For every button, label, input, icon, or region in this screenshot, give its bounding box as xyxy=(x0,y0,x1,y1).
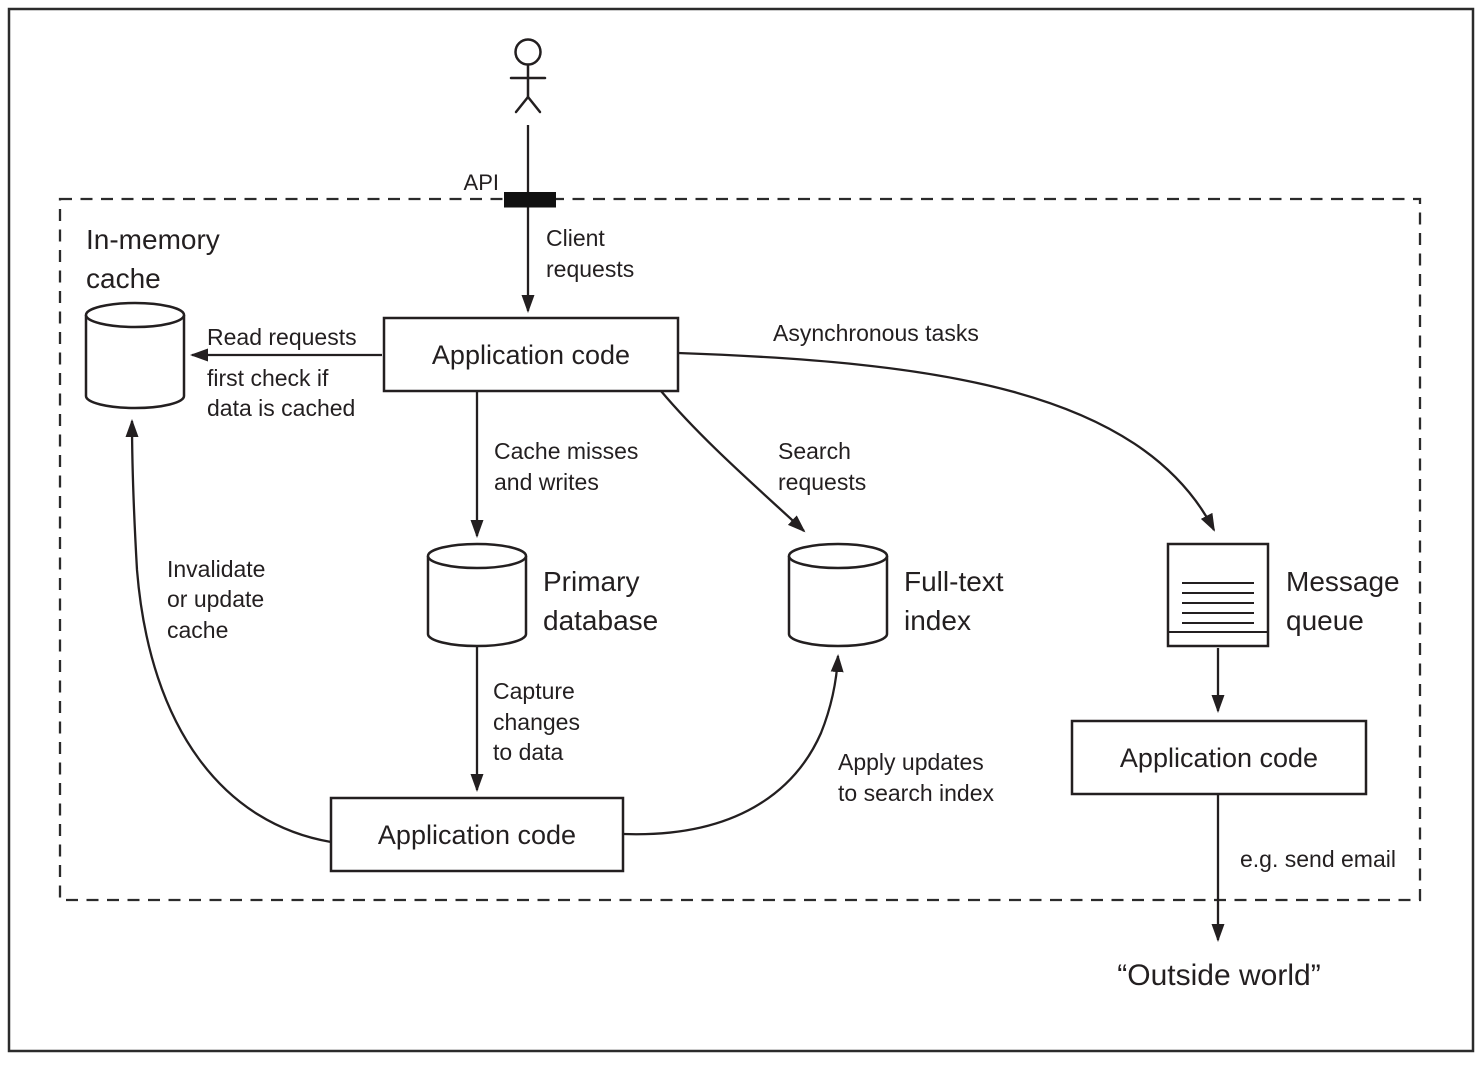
full-text-index-label: index xyxy=(904,605,971,636)
in-memory-cache-cylinder xyxy=(84,301,186,410)
read-requests-note: first check if xyxy=(207,365,329,391)
cache-misses-label: Cache misses xyxy=(494,438,638,464)
message-queue-icon xyxy=(1166,542,1270,648)
application-code-right-label: Application code xyxy=(1120,743,1318,773)
client-requests-label: requests xyxy=(546,256,634,282)
system-boundary xyxy=(58,197,1422,902)
primary-database-label: Primary xyxy=(543,566,639,597)
in-memory-cache-label: In-memory xyxy=(86,224,220,255)
asynchronous-tasks-label: Asynchronous tasks xyxy=(773,320,979,346)
message-queue-label: queue xyxy=(1286,605,1364,636)
invalidate-cache-label: or update xyxy=(167,586,264,612)
primary-database-cylinder xyxy=(426,542,528,648)
application-code-top-label: Application code xyxy=(432,340,630,370)
send-email-label: e.g. send email xyxy=(1240,846,1396,872)
search-requests-arrow xyxy=(660,390,806,533)
application-code-bottom-label: Application code xyxy=(378,820,576,850)
search-requests-label: Search xyxy=(778,438,851,464)
apply-updates-arrow xyxy=(622,654,844,836)
client-requests-label: Client xyxy=(546,225,605,251)
full-text-index-cylinder xyxy=(787,542,889,648)
read-requests-label: Read requests xyxy=(207,324,357,350)
read-requests-note: data is cached xyxy=(207,395,355,421)
figure-border xyxy=(7,7,1475,1053)
invalidate-cache-label: cache xyxy=(167,617,228,643)
capture-changes-label: changes xyxy=(493,709,580,735)
full-text-index-label: Full-text xyxy=(904,566,1004,597)
search-requests-label: requests xyxy=(778,469,866,495)
api-label: API xyxy=(464,170,499,195)
apply-updates-label: to search index xyxy=(838,780,994,806)
api-bar-icon xyxy=(504,192,556,208)
capture-changes-label: to data xyxy=(493,739,564,765)
application-code-right-box xyxy=(1070,719,1368,796)
outside-world-label: “Outside world” xyxy=(1117,959,1320,992)
asynchronous-tasks-arrow xyxy=(677,351,1216,532)
in-memory-cache-label: cache xyxy=(86,263,161,294)
invalidate-cache-arrow xyxy=(125,419,332,844)
application-code-bottom-box xyxy=(329,796,625,873)
primary-database-label: database xyxy=(543,605,658,636)
user-icon xyxy=(509,38,547,114)
cache-misses-label: and writes xyxy=(494,469,599,495)
invalidate-cache-label: Invalidate xyxy=(167,556,265,582)
apply-updates-label: Apply updates xyxy=(838,749,984,775)
capture-changes-label: Capture xyxy=(493,678,575,704)
message-queue-label: Message xyxy=(1286,566,1400,597)
application-code-top-box xyxy=(382,316,680,393)
